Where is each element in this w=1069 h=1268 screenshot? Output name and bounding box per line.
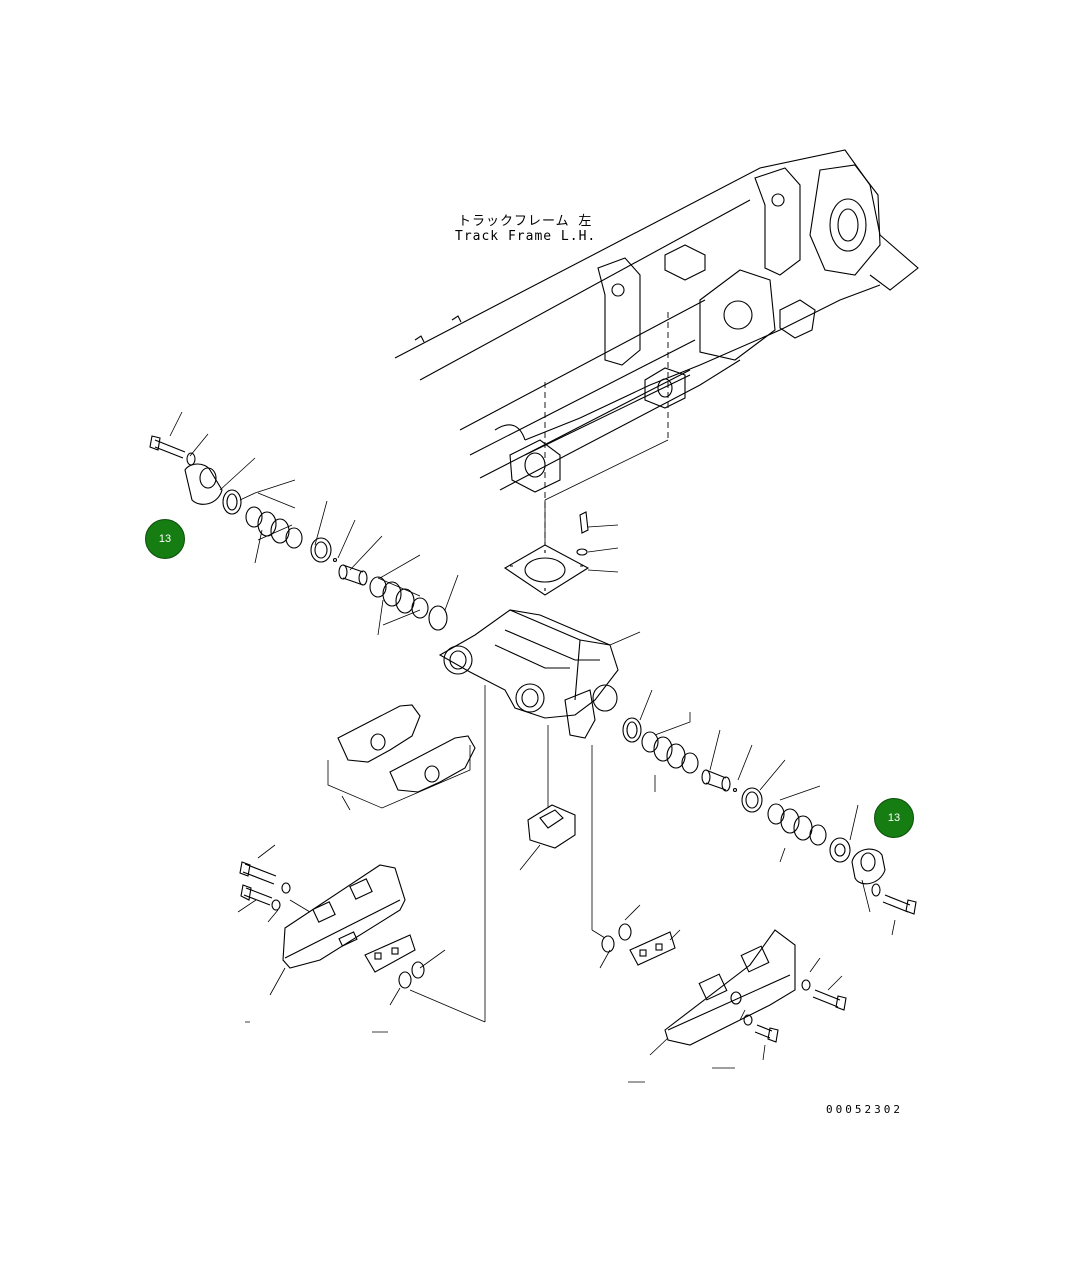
- track-frame-lh: [394, 149, 919, 493]
- frame-label-jp: トラックフレーム 左: [458, 214, 593, 229]
- left-guard-assembly: [237, 844, 486, 1033]
- left-bearing-stack: [149, 411, 459, 636]
- rubber-pad: [519, 800, 576, 871]
- equalizer-assembly: [438, 511, 641, 1022]
- callout-13-right[interactable]: 13: [874, 798, 914, 838]
- callout-13-left[interactable]: 13: [145, 519, 185, 559]
- drawing-number: 00052302: [826, 1103, 903, 1116]
- right-guard-assembly: [591, 904, 847, 1083]
- right-bearing-stack: [622, 689, 917, 936]
- frame-label-en: Track Frame L.H.: [455, 229, 597, 244]
- left-side-plates: [327, 704, 476, 811]
